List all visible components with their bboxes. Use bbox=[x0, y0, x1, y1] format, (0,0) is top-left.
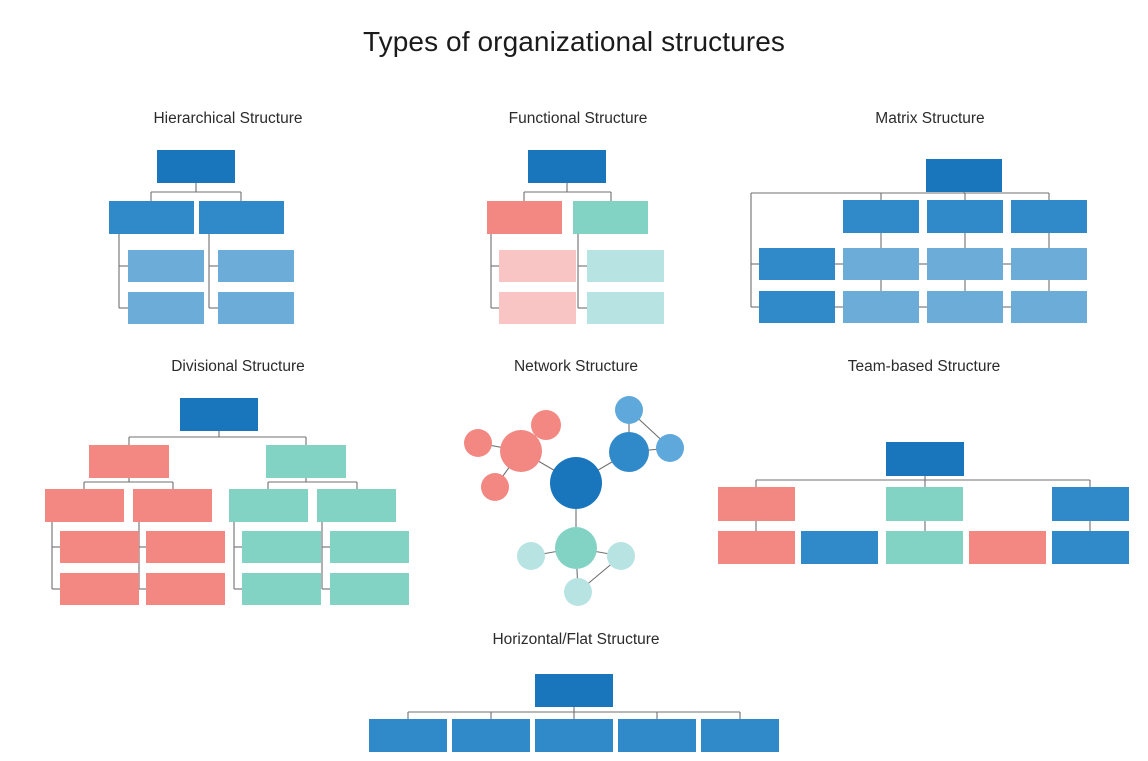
hierarchical-level3-box-3[interactable] bbox=[218, 250, 294, 282]
hierarchical-root-box[interactable] bbox=[157, 150, 235, 183]
panel-title-functional: Functional Structure bbox=[508, 110, 648, 127]
network-hub-center-node[interactable] bbox=[550, 457, 602, 509]
matrix-cell-r1-c2[interactable] bbox=[927, 248, 1003, 280]
divisional-right-leaf-box-4[interactable] bbox=[330, 573, 409, 605]
panel-title-hierarchical: Hierarchical Structure bbox=[153, 110, 303, 127]
divisional-left-sub-box-2[interactable] bbox=[133, 489, 212, 522]
team-based-root-box[interactable] bbox=[886, 442, 964, 476]
network-salmon-leaf-node-3[interactable] bbox=[481, 473, 509, 501]
matrix-cell-r2-c1[interactable] bbox=[843, 291, 919, 323]
matrix-column-header-3[interactable] bbox=[1011, 200, 1087, 233]
network-hub-salmon-node[interactable] bbox=[500, 430, 542, 472]
matrix-row-header-1[interactable] bbox=[759, 248, 835, 280]
matrix-cell-r1-c1[interactable] bbox=[843, 248, 919, 280]
network-teal-leaf-node-1[interactable] bbox=[517, 542, 545, 570]
divisional-left-leaf-box-4[interactable] bbox=[146, 573, 225, 605]
network-hub-teal-node[interactable] bbox=[555, 527, 597, 569]
horizontal-flat-peer-box-5[interactable] bbox=[701, 719, 779, 752]
network-blue-leaf-node-1[interactable] bbox=[615, 396, 643, 424]
team-based-team-lead-box-3[interactable] bbox=[1052, 487, 1129, 521]
divisional-left-leaf-box-1[interactable] bbox=[60, 531, 139, 563]
horizontal-flat-peer-box-1[interactable] bbox=[369, 719, 447, 752]
matrix-cell-r1-c3[interactable] bbox=[1011, 248, 1087, 280]
matrix-cell-r2-c2[interactable] bbox=[927, 291, 1003, 323]
functional-level3-box-1[interactable] bbox=[499, 250, 576, 282]
panel-title-network: Network Structure bbox=[513, 358, 639, 375]
matrix-column-header-2[interactable] bbox=[927, 200, 1003, 233]
horizontal-flat-root-box[interactable] bbox=[535, 674, 613, 707]
divisional-right-leaf-box-3[interactable] bbox=[330, 531, 409, 563]
team-based-team-member-box-1[interactable] bbox=[718, 531, 795, 564]
hierarchical-level3-box-1[interactable] bbox=[128, 250, 204, 282]
hierarchical-level2-box-1[interactable] bbox=[109, 201, 194, 234]
divisional-root-box[interactable] bbox=[180, 398, 258, 431]
network-hub-blue-node[interactable] bbox=[609, 432, 649, 472]
horizontal-flat-peer-box-4[interactable] bbox=[618, 719, 696, 752]
horizontal-flat-peer-box-2[interactable] bbox=[452, 719, 530, 752]
panel-title-horizontal-flat: Horizontal/Flat Structure bbox=[492, 631, 660, 648]
functional-level2-box-1[interactable] bbox=[487, 201, 562, 234]
hierarchical-level2-box-2[interactable] bbox=[199, 201, 284, 234]
divisional-left-leaf-box-3[interactable] bbox=[146, 531, 225, 563]
functional-level3-box-2[interactable] bbox=[499, 292, 576, 324]
panel-title-matrix: Matrix Structure bbox=[875, 110, 985, 127]
network-teal-leaf-node-3[interactable] bbox=[564, 578, 592, 606]
functional-level3-box-3[interactable] bbox=[587, 250, 664, 282]
divisional-branch-left-box[interactable] bbox=[89, 445, 169, 478]
divisional-left-sub-box-1[interactable] bbox=[45, 489, 124, 522]
team-based-team-member-box-2[interactable] bbox=[801, 531, 878, 564]
matrix-row-header-2[interactable] bbox=[759, 291, 835, 323]
team-based-team-member-box-4[interactable] bbox=[969, 531, 1046, 564]
team-based-team-member-box-5[interactable] bbox=[1052, 531, 1129, 564]
panel-title-team-based: Team-based Structure bbox=[847, 358, 1001, 375]
hierarchical-level3-box-4[interactable] bbox=[218, 292, 294, 324]
team-based-team-member-box-3[interactable] bbox=[886, 531, 963, 564]
team-based-team-lead-box-2[interactable] bbox=[886, 487, 963, 521]
functional-level2-box-2[interactable] bbox=[573, 201, 648, 234]
network-blue-leaf-node-2[interactable] bbox=[656, 434, 684, 462]
matrix-root-box[interactable] bbox=[926, 159, 1002, 192]
page-title: Types of organizational structures bbox=[362, 26, 786, 57]
network-salmon-leaf-node-2[interactable] bbox=[531, 410, 561, 440]
network-teal-leaf-node-2[interactable] bbox=[607, 542, 635, 570]
functional-level3-box-4[interactable] bbox=[587, 292, 664, 324]
matrix-column-header-1[interactable] bbox=[843, 200, 919, 233]
team-based-team-lead-box-1[interactable] bbox=[718, 487, 795, 521]
divisional-branch-right-box[interactable] bbox=[266, 445, 346, 478]
divisional-right-sub-box-2[interactable] bbox=[317, 489, 396, 522]
panel-title-divisional: Divisional Structure bbox=[171, 358, 305, 375]
divisional-right-leaf-box-2[interactable] bbox=[242, 573, 321, 605]
divisional-right-leaf-box-1[interactable] bbox=[242, 531, 321, 563]
divisional-left-leaf-box-2[interactable] bbox=[60, 573, 139, 605]
network-salmon-leaf-node-1[interactable] bbox=[464, 429, 492, 457]
functional-root-box[interactable] bbox=[528, 150, 606, 183]
horizontal-flat-peer-box-3[interactable] bbox=[535, 719, 613, 752]
matrix-cell-r2-c3[interactable] bbox=[1011, 291, 1087, 323]
hierarchical-level3-box-2[interactable] bbox=[128, 292, 204, 324]
divisional-right-sub-box-1[interactable] bbox=[229, 489, 308, 522]
